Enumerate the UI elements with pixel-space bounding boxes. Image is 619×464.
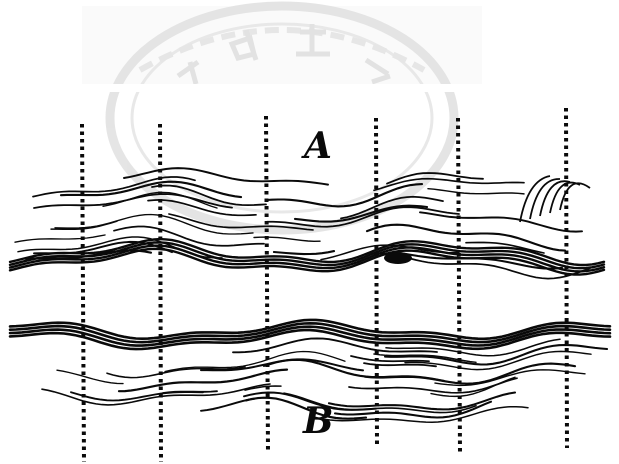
fiber-strand: [329, 393, 515, 410]
dotted-guide-line: [566, 108, 567, 448]
dotted-guide-line: [82, 124, 84, 462]
fiber-strand: [274, 251, 334, 254]
fiber-bundle-a: [10, 168, 604, 279]
dotted-guide-line: [458, 118, 460, 452]
fiber-strand: [57, 370, 123, 383]
fiber-strand: [15, 235, 105, 242]
fiber-strand: [201, 399, 255, 411]
dotted-guide-line: [376, 118, 377, 446]
label-b: B: [303, 403, 333, 439]
fiber-strand: [107, 367, 245, 378]
label-a: A: [304, 128, 332, 164]
fiber-strand: [365, 364, 575, 384]
fiber-knot: [384, 252, 412, 264]
fiber-strand: [405, 351, 591, 369]
fiber-strand: [420, 212, 582, 231]
fiber-strand: [428, 189, 524, 194]
fiber-strand: [119, 370, 287, 392]
fiber-strand: [254, 237, 320, 241]
fiber-strand: [124, 168, 328, 185]
dotted-guide-line: [266, 116, 268, 452]
fiber-strand: [71, 392, 203, 400]
